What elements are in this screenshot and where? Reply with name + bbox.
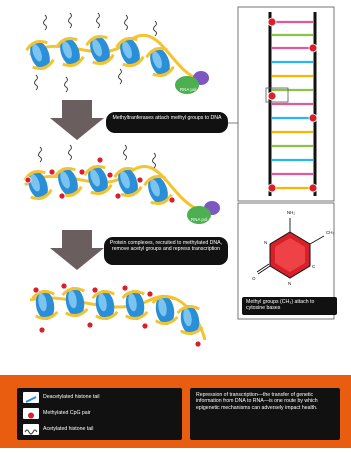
legend-row-deacetylated: Deacetylated histone tail — [23, 392, 175, 403]
chromatin-row-1 — [25, 13, 200, 92]
legend-label: Acetylated histone tail — [43, 426, 93, 432]
callout-methyltransferases: Methyltranferases attach methyl groups t… — [106, 112, 228, 133]
atom-nh2-label: NH₂ — [287, 210, 295, 215]
legend-row-acetylated: Acetylated histone tail — [23, 424, 175, 435]
legend-label: Methylated CpG pair — [43, 410, 91, 416]
atom-n2-label: N — [288, 281, 291, 286]
rna-pol-label-1: RNA pol II — [180, 87, 200, 92]
atom-o-label: O — [252, 276, 256, 281]
rna-pol-label-2: RNA pol II — [191, 217, 211, 222]
atom-ch3-label: CH₃ — [326, 230, 334, 235]
methyl-dot-icon — [23, 408, 39, 419]
down-arrow-1 — [50, 100, 104, 140]
down-arrow-2 — [50, 230, 104, 270]
legend-label: Deacetylated histone tail — [43, 394, 100, 400]
repression-note: Repression of transcription—the transfer… — [190, 388, 340, 440]
chromatin-row-2 — [23, 145, 200, 210]
callout-protein-complexes: Protein complexes, recruited to methylat… — [104, 237, 228, 265]
methyl-groups-label: Methyl groups (CH₃) attach to cytosine b… — [242, 297, 337, 315]
histone-tail-icon — [23, 392, 39, 403]
atom-n1-label: N — [264, 240, 267, 245]
acetylated-tail-icon — [23, 424, 39, 435]
legend-row-methylated: Methylated CpG pair — [23, 408, 175, 419]
chromatin-row-3 — [30, 283, 205, 347]
legend-box: Deacetylated histone tail Methylated CpG… — [17, 388, 182, 440]
